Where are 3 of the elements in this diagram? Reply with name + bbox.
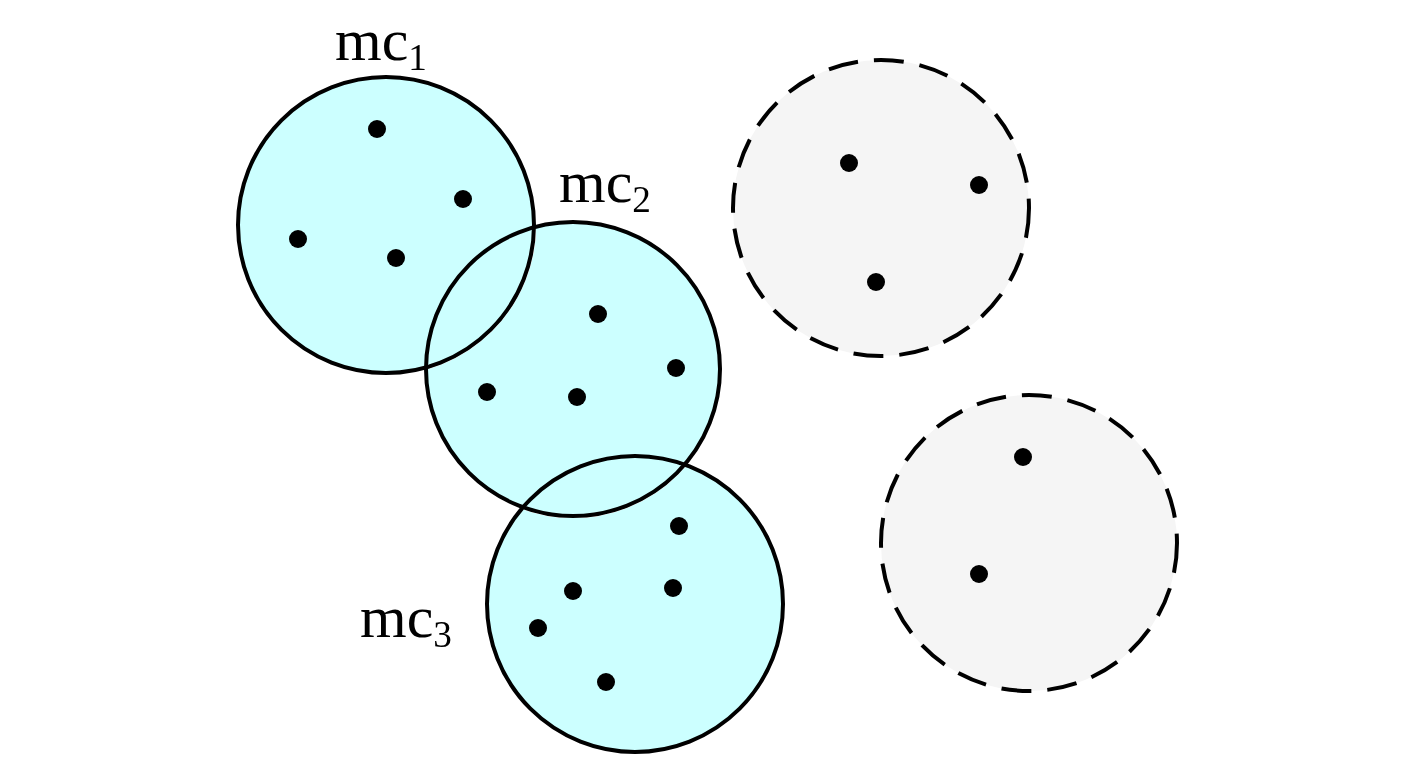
cluster-label: mc$_{2}$ xyxy=(559,152,651,212)
cluster-label: mc$_{1}$ xyxy=(335,10,427,70)
cluster-label: mc$_{3}$ xyxy=(360,587,452,647)
